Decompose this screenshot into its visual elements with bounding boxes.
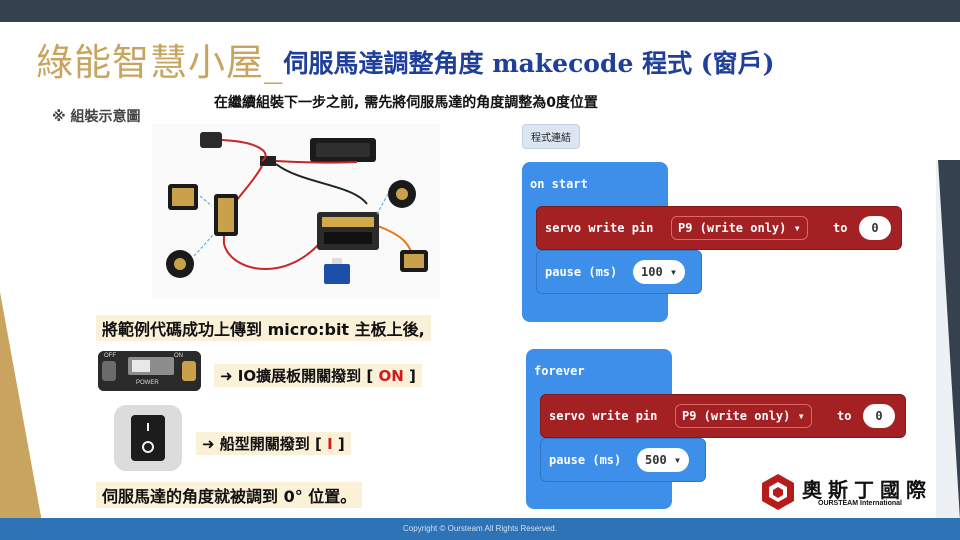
to-label: to — [833, 221, 848, 235]
forever-label: forever — [534, 364, 585, 378]
decor-gold-triangle — [0, 292, 42, 522]
program-link-button[interactable]: 程式連結 — [522, 124, 580, 149]
footer-copyright: Copyright © Oursteam All Rights Reserved… — [0, 518, 960, 540]
assembly-label: ※ 組裝示意圖 — [52, 109, 141, 125]
servo-write-block-forever[interactable]: servo write pin P9 (write only) ▾ to 0 — [540, 394, 906, 438]
pause-block-forever[interactable]: pause (ms) 500 ▾ — [540, 438, 706, 482]
servo-write-label: servo write pin — [549, 409, 658, 423]
rocker-switch-photo — [114, 405, 182, 471]
pause-label: pause (ms) — [545, 265, 618, 279]
on-start-label: on start — [530, 177, 588, 191]
pause-block-start[interactable]: pause (ms) 100 ▾ — [536, 250, 702, 294]
upload-instruction: 將範例代碼成功上傳到 micro:bit 主板上後, — [96, 315, 431, 341]
rocker-switch-symbol — [142, 423, 154, 453]
board-on-label: ON — [174, 353, 183, 359]
pause-label: pause (ms) — [549, 453, 622, 467]
logo-mark-icon — [762, 474, 794, 510]
board-off-label: OFF — [104, 353, 116, 359]
pause-duration-dropdown[interactable]: 100 ▾ — [633, 260, 686, 284]
page-title: 綠能智慧小屋_伺服馬達調整角度 makecode 程式 (窗戶) — [36, 32, 916, 88]
assembly-diagram-image — [152, 124, 440, 298]
io-switch-instruction: ➜ IO擴展板開關撥到 [ ON ] — [214, 364, 422, 387]
logo-english-name: OURSTEAM International — [818, 500, 903, 507]
io-switch-prefix: ➜ IO擴展板開關撥到 [ — [220, 367, 379, 385]
board-power-label: POWER — [136, 380, 159, 386]
angle-input[interactable]: 0 — [859, 216, 891, 240]
io-board-image — [98, 351, 201, 391]
boat-switch-instruction: ➜ 船型開關撥到 [ I ] — [196, 432, 351, 455]
pause-duration-dropdown[interactable]: 500 ▾ — [637, 448, 690, 472]
io-switch-suffix: ] — [403, 367, 416, 385]
instruction-subtitle: 在繼續組裝下一步之前, 需先將伺服馬達的角度調整為0度位置 — [214, 95, 598, 111]
boat-switch-value: I — [327, 435, 333, 453]
servo-write-label: servo write pin — [545, 221, 654, 235]
rocker-switch-body — [131, 415, 165, 461]
slide-top-bar — [0, 0, 960, 22]
servo-write-block-start[interactable]: servo write pin P9 (write only) ▾ to 0 — [536, 206, 902, 250]
company-logo: 奧斯丁國際 OURSTEAM International — [758, 472, 926, 514]
title-sub: 伺服馬達調整角度 makecode 程式 (窗戶) — [283, 49, 775, 78]
io-switch-value: ON — [378, 367, 404, 385]
logo-chinese-name: 奧斯丁國際 — [802, 478, 932, 502]
result-text: 伺服馬達的角度就被調到 0° 位置。 — [96, 482, 363, 508]
boat-switch-suffix: ] — [332, 435, 345, 453]
io-board-photo: OFF ON POWER — [98, 351, 201, 391]
pin-dropdown[interactable]: P9 (write only) ▾ — [671, 216, 808, 240]
title-main: 綠能智慧小屋_ — [36, 41, 284, 84]
boat-switch-prefix: ➜ 船型開關撥到 [ — [202, 435, 328, 453]
decor-dark-triangle — [938, 160, 960, 520]
pin-dropdown[interactable]: P9 (write only) ▾ — [675, 404, 812, 428]
to-label: to — [837, 409, 852, 423]
angle-input[interactable]: 0 — [863, 404, 895, 428]
